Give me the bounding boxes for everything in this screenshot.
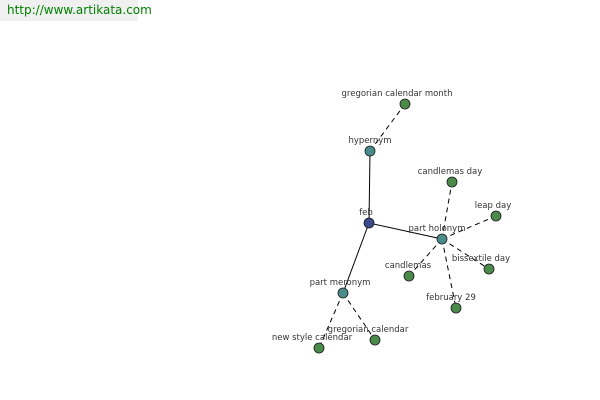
node-circle-candlemas-day[interactable] — [446, 176, 458, 188]
node-label-new-style-calendar: new style calendar — [272, 333, 353, 343]
node-circle-gregorian-calendar[interactable] — [369, 334, 381, 346]
graph-node-leap-day[interactable]: leap day — [475, 201, 512, 222]
edge-part-meronym-to-new-style-calendar — [318, 292, 344, 349]
graph-node-candlemas-day[interactable]: candlemas day — [418, 167, 483, 188]
node-label-candlemas-day: candlemas day — [418, 167, 483, 177]
graph-edges — [318, 103, 497, 349]
node-circle-hypernym[interactable] — [364, 145, 376, 157]
graph-node-gregorian-calendar[interactable]: gregorian calendar — [328, 325, 409, 346]
node-circle-february-29[interactable] — [450, 302, 462, 314]
node-label-feb: feb — [359, 208, 373, 218]
node-label-gregorian-calendar-month: gregorian calendar month — [342, 89, 453, 99]
graph-node-candlemas[interactable]: candlemas — [385, 261, 432, 282]
node-label-part-holonym: part holonym — [409, 224, 466, 234]
node-label-gregorian-calendar: gregorian calendar — [328, 325, 409, 335]
node-circle-leap-day[interactable] — [490, 210, 502, 222]
graph-node-hypernym[interactable]: hypernym — [348, 136, 392, 157]
node-label-part-meronym: part meronym — [310, 278, 371, 288]
graph-node-part-holonym[interactable]: part holonym — [409, 224, 466, 245]
graph-node-feb[interactable]: feb — [359, 208, 375, 229]
node-label-candlemas: candlemas — [385, 261, 432, 271]
edge-part-holonym-to-candlemas-day — [441, 181, 453, 240]
graph-nodes: feb hypernym gregorian calendar month part … — [272, 89, 512, 354]
graph-node-bissextile-day[interactable]: bissextile day — [452, 254, 510, 275]
graph-node-february-29[interactable]: february 29 — [426, 293, 476, 314]
node-label-leap-day: leap day — [475, 201, 512, 211]
source-url-link[interactable]: http://www.artikata.com — [0, 0, 152, 21]
edge-part-meronym-to-gregorian-calendar — [342, 292, 376, 341]
edge-part-holonym-to-bissextile-day — [441, 238, 490, 270]
graph-node-new-style-calendar[interactable]: new style calendar — [272, 333, 353, 354]
edge-feb-to-part-holonym — [368, 222, 443, 240]
node-circle-gregorian-calendar-month[interactable] — [399, 98, 411, 110]
node-label-hypernym: hypernym — [348, 136, 391, 146]
node-label-bissextile-day: bissextile day — [452, 254, 510, 264]
node-circle-bissextile-day[interactable] — [483, 263, 495, 275]
node-circle-candlemas[interactable] — [403, 270, 415, 282]
node-circle-part-meronym[interactable] — [337, 287, 349, 299]
graph-node-gregorian-calendar-month[interactable]: gregorian calendar month — [342, 89, 453, 110]
node-circle-part-holonym[interactable] — [436, 233, 448, 245]
edge-hypernym-to-gregorian-calendar-month — [369, 103, 406, 152]
edge-feb-to-part-meronym — [342, 222, 370, 294]
node-circle-new-style-calendar[interactable] — [313, 342, 325, 354]
edge-part-holonym-to-february-29 — [441, 238, 457, 309]
node-label-february-29: february 29 — [426, 293, 476, 303]
node-circle-feb[interactable] — [363, 217, 375, 229]
graph-node-part-meronym[interactable]: part meronym — [310, 278, 371, 299]
edge-feb-to-hypernym — [368, 150, 371, 224]
edge-part-holonym-to-leap-day — [441, 215, 497, 240]
